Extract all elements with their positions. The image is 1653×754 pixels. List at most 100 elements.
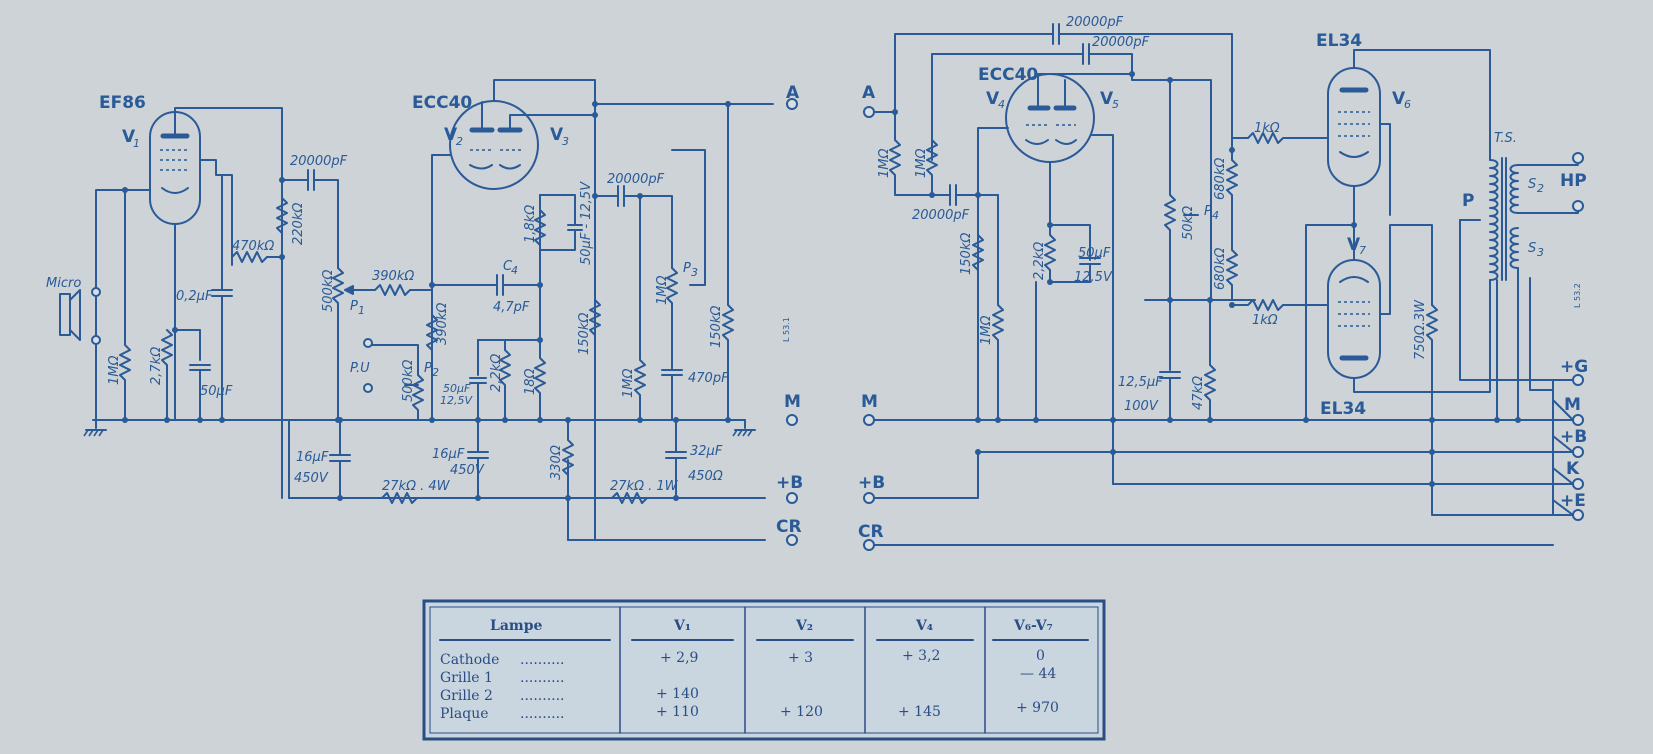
terminal-b-right-label: +B bbox=[858, 473, 885, 493]
c4-sub: 4 bbox=[511, 264, 518, 277]
table-header-v4: V₄ bbox=[915, 618, 933, 634]
p4-label: P bbox=[1204, 204, 1212, 219]
el34-label-top: EL34 bbox=[1316, 31, 1362, 51]
el34-tube-top bbox=[1327, 67, 1381, 187]
terminal-b-label: +B bbox=[776, 473, 803, 493]
r-1m-label-b: 1MΩ bbox=[621, 369, 636, 398]
tag-right: L 53.2 bbox=[1573, 283, 1582, 308]
r-18-label: 18Ω bbox=[523, 368, 538, 395]
row-dots: .......... bbox=[520, 670, 565, 686]
c-20000-label-a: 20000pF bbox=[290, 154, 348, 169]
p4-value: 50kΩ bbox=[1181, 206, 1196, 240]
ecc40-label-left: ECC40 bbox=[412, 93, 472, 113]
row-dots: .......... bbox=[520, 652, 565, 668]
terminal-m-right-label: M bbox=[861, 392, 878, 412]
p1-value: 500kΩ bbox=[321, 270, 336, 312]
r-27k-1w-label: 27kΩ . 1W bbox=[610, 479, 679, 494]
terminal-a-right-label: A bbox=[862, 83, 876, 103]
terminal-cr-label: CR bbox=[776, 517, 802, 537]
table-row: Grille 2 .......... + 140 bbox=[440, 686, 699, 704]
terminal-cr-right-label: CR bbox=[858, 522, 884, 542]
c-50u-label-c: 50μF bbox=[443, 382, 471, 395]
right-schematic bbox=[863, 23, 1584, 551]
p4-sub: 4 bbox=[1212, 209, 1219, 222]
terminal-k-label: K bbox=[1566, 459, 1580, 479]
ecc40-label-right: ECC40 bbox=[978, 65, 1038, 85]
table-row: Plaque .......... + 110 + 120 + 145 + 97… bbox=[440, 700, 1059, 722]
r-2k2-label-b: 2,2kΩ bbox=[1032, 242, 1047, 280]
table-header-v2: V₂ bbox=[795, 618, 813, 634]
left-schematic bbox=[59, 79, 798, 546]
c-50u-label-d2: 12,5V bbox=[1074, 270, 1113, 285]
r-470k-label: 470kΩ bbox=[232, 239, 274, 254]
cell-cathode-v4: + 3,2 bbox=[902, 648, 940, 664]
s2-sub: 2 bbox=[1537, 182, 1544, 195]
terminal-a-label: A bbox=[786, 83, 800, 103]
c-50u-label: 50μF bbox=[200, 384, 233, 399]
terminal-g-label: +G bbox=[1560, 357, 1588, 377]
r-150k-label-b: 150kΩ bbox=[709, 306, 724, 348]
hp-label: HP bbox=[1560, 171, 1587, 191]
v1-sub: 1 bbox=[133, 137, 140, 150]
tag-left: L 53.1 bbox=[782, 317, 791, 342]
c-16u-label-a: 16μF bbox=[296, 450, 329, 465]
p3-sub: 3 bbox=[691, 266, 698, 279]
table-row: Grille 1 .......... — 44 bbox=[440, 666, 1056, 686]
r-2k7-label: 2,7kΩ bbox=[149, 347, 164, 385]
ecc40-tube-right bbox=[1005, 73, 1095, 163]
s2-label: S bbox=[1528, 177, 1536, 192]
c-20000-label-b: 20000pF bbox=[607, 172, 665, 187]
s3-sub: 3 bbox=[1537, 246, 1544, 259]
table-header-v1: V₁ bbox=[673, 618, 691, 634]
r-1k8-label: 1,8kΩ bbox=[523, 205, 538, 243]
v5-label: V bbox=[1100, 89, 1114, 109]
c-32u-label: 32μF bbox=[690, 444, 723, 459]
p3-label: P bbox=[683, 261, 691, 276]
table-header-v6v7: V₆-V₇ bbox=[1013, 618, 1053, 634]
c4-value: 4,7pF bbox=[493, 300, 530, 315]
p-primary-label: P bbox=[1462, 191, 1474, 211]
c-50u-label-c2: 12,5V bbox=[440, 394, 473, 407]
p1-label: P bbox=[350, 299, 358, 314]
v3-sub: 3 bbox=[562, 135, 569, 148]
p2-sub: 2 bbox=[432, 366, 439, 379]
r-750-label: 750Ω.3W bbox=[1413, 299, 1428, 360]
transformer-secondary-s2 bbox=[1509, 164, 1519, 214]
row-label-grille2: Grille 2 bbox=[440, 688, 493, 704]
c-16u-label-a2: 450V bbox=[294, 471, 329, 486]
v4-sub: 4 bbox=[998, 98, 1005, 111]
v7-label: V bbox=[1347, 235, 1361, 255]
c-20000-label-d: 20000pF bbox=[1092, 35, 1150, 50]
p2-label: P bbox=[424, 361, 432, 376]
p3-value: 1MΩ bbox=[655, 276, 670, 305]
p2-value: 500kΩ bbox=[401, 360, 416, 402]
c-50u-label-d: 50μF bbox=[1078, 246, 1111, 261]
v6-label: V bbox=[1392, 89, 1406, 109]
r-390k-label-a: 390kΩ bbox=[372, 269, 414, 284]
r-680k-label-a: 680kΩ bbox=[1213, 158, 1228, 200]
terminal-b2-label: +B bbox=[1560, 427, 1587, 447]
row-dots: .......... bbox=[520, 706, 565, 722]
r-1k-label-a: 1kΩ bbox=[1254, 121, 1280, 136]
p1-sub: 1 bbox=[358, 304, 365, 317]
v2-label: V bbox=[444, 125, 458, 145]
v5-sub: 5 bbox=[1112, 98, 1119, 111]
terminal-e-label: +E bbox=[1560, 491, 1586, 511]
cell-plaque-v67: + 970 bbox=[1016, 700, 1059, 716]
pu-label: P.U bbox=[350, 361, 370, 376]
r-1k-label-b: 1kΩ bbox=[1252, 313, 1278, 328]
cell-plaque-v4: + 145 bbox=[898, 704, 941, 720]
voltage-table: Lampe V₁ V₂ V₄ V₆-V₇ Cathode .......... … bbox=[422, 599, 1106, 741]
ts-label: T.S. bbox=[1494, 131, 1517, 146]
r-47k-label: 47kΩ bbox=[1191, 376, 1206, 410]
c-16u-label-b2: 450V bbox=[450, 463, 485, 478]
cell-cathode-v1: + 2,9 bbox=[660, 650, 698, 666]
transformer-primary bbox=[1489, 159, 1499, 281]
v1-label: V bbox=[122, 127, 136, 147]
r-390k-label-b: 390kΩ bbox=[435, 303, 450, 345]
v4-label: V bbox=[986, 89, 1000, 109]
cell-cathode-v2: + 3 bbox=[788, 650, 813, 666]
c-16u-label-b: 16μF bbox=[432, 447, 465, 462]
